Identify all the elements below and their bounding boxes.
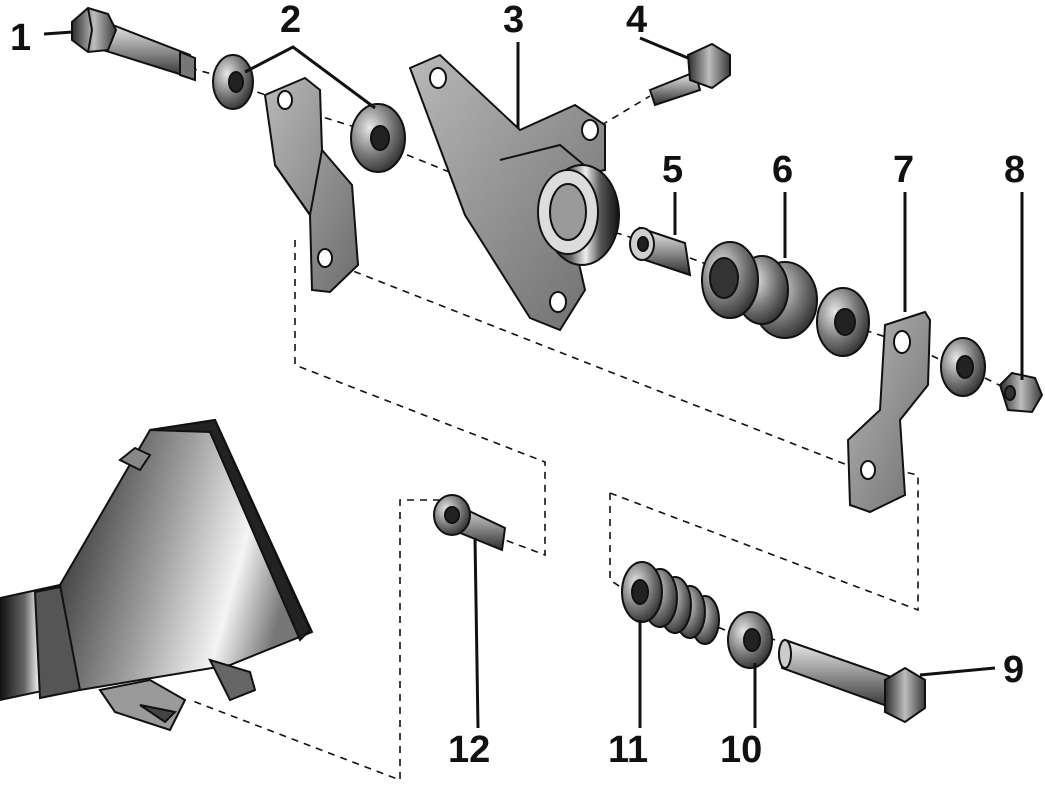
callout-1: 1	[10, 17, 31, 59]
callout-leader-lines	[43, 30, 1024, 729]
washer-mid	[816, 287, 870, 357]
callout-9: 9	[1003, 649, 1024, 691]
part-2-washer-pair	[212, 54, 406, 173]
callout-3: 3	[503, 0, 524, 41]
part-3-mounting-bracket	[408, 53, 620, 332]
part-11-ribbed-bushing	[621, 561, 720, 645]
part-7-z-strap	[846, 310, 932, 514]
callout-2: 2	[280, 0, 301, 41]
part-12-flanged-sleeve	[433, 494, 507, 552]
callout-4: 4	[626, 0, 647, 41]
callout-5: 5	[662, 149, 683, 191]
callout-7: 7	[893, 149, 914, 191]
left-z-strap	[263, 76, 360, 294]
callout-10: 10	[720, 729, 762, 771]
part-10-washer	[727, 611, 773, 669]
callout-6: 6	[772, 149, 793, 191]
callout-12: 12	[448, 729, 490, 771]
axle-housing	[0, 418, 314, 732]
part-5-bushing-sleeve	[629, 226, 692, 277]
part-4-hex-bolt-small	[648, 42, 731, 107]
part-6-rubber-bushing	[701, 241, 818, 339]
callout-labels: 1 2 3 4 5 6 7 8 9 10 11 12	[10, 0, 1025, 771]
part-9-long-bolt	[778, 638, 926, 724]
part-1-hex-bolt	[71, 6, 196, 82]
callout-8: 8	[1004, 149, 1025, 191]
callout-11: 11	[608, 729, 648, 771]
part-8-hex-nut	[940, 337, 1044, 414]
